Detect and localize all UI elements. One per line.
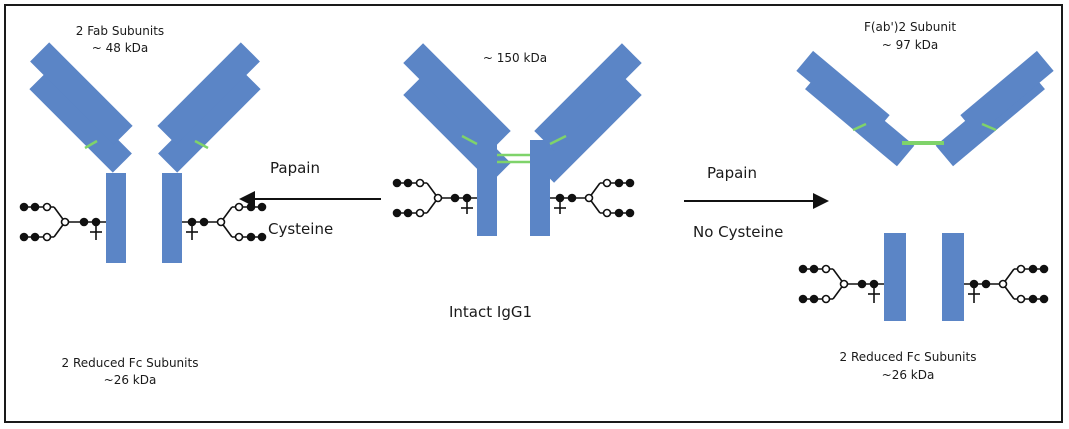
- fab2-right-disulfide: [981, 122, 997, 132]
- fab2-subunit: [796, 50, 1054, 167]
- fc-left-mass: ~26 kDa: [103, 373, 157, 387]
- cysteine-label: Cysteine: [268, 220, 334, 238]
- fab-title: 2 Fab Subunits: [75, 24, 165, 38]
- intact-heavy-chain-right: [530, 140, 550, 236]
- intact-glycan-left: [392, 178, 477, 218]
- intact-fab-arm-right: [534, 43, 642, 183]
- fab-mass: ~ 48 kDa: [91, 41, 149, 55]
- fc-right-chain-2: [942, 233, 964, 321]
- no-cysteine-label: No Cysteine: [693, 223, 784, 241]
- intact-hinge-disulfide: [497, 153, 530, 164]
- fc-right-title: 2 Reduced Fc Subunits: [839, 350, 977, 364]
- fc-right-glycan-1: [798, 264, 884, 304]
- intact-glycan-right: [550, 178, 635, 218]
- fab2-left-disulfide: [852, 122, 867, 132]
- intact-igg1: [392, 43, 642, 236]
- fab-subunit-left: [29, 42, 133, 173]
- fc-left-chain-2: [162, 173, 182, 263]
- intact-mass: ~ 150 kDa: [482, 51, 548, 65]
- fab2-title: F(ab')2 Subunit: [863, 20, 957, 34]
- papain-left-label: Papain: [270, 159, 320, 177]
- fc-left-glycan-2: [182, 202, 267, 242]
- fc-subunits-right: [798, 233, 1049, 321]
- fab-right-disulfide: [194, 139, 209, 150]
- intact-heavy-chain-left: [477, 140, 497, 236]
- fc-right-glycan-2: [964, 264, 1049, 304]
- fc-right-chain-1: [884, 233, 906, 321]
- fc-right-mass: ~26 kDa: [881, 368, 935, 382]
- fab2-mass: ~ 97 kDa: [881, 38, 939, 52]
- fab-left-disulfide: [84, 139, 98, 150]
- intact-interchain-disulfide: [461, 134, 567, 146]
- fc-subunits-left: [19, 173, 267, 263]
- fab-subunit-right: [157, 42, 261, 173]
- intact-igg1-label: Intact IgG1: [449, 303, 533, 321]
- fc-left-chain-1: [106, 173, 126, 263]
- papain-right-label: Papain: [707, 164, 757, 182]
- fc-left-glycan-1: [19, 202, 106, 242]
- fc-left-title: 2 Reduced Fc Subunits: [61, 356, 199, 370]
